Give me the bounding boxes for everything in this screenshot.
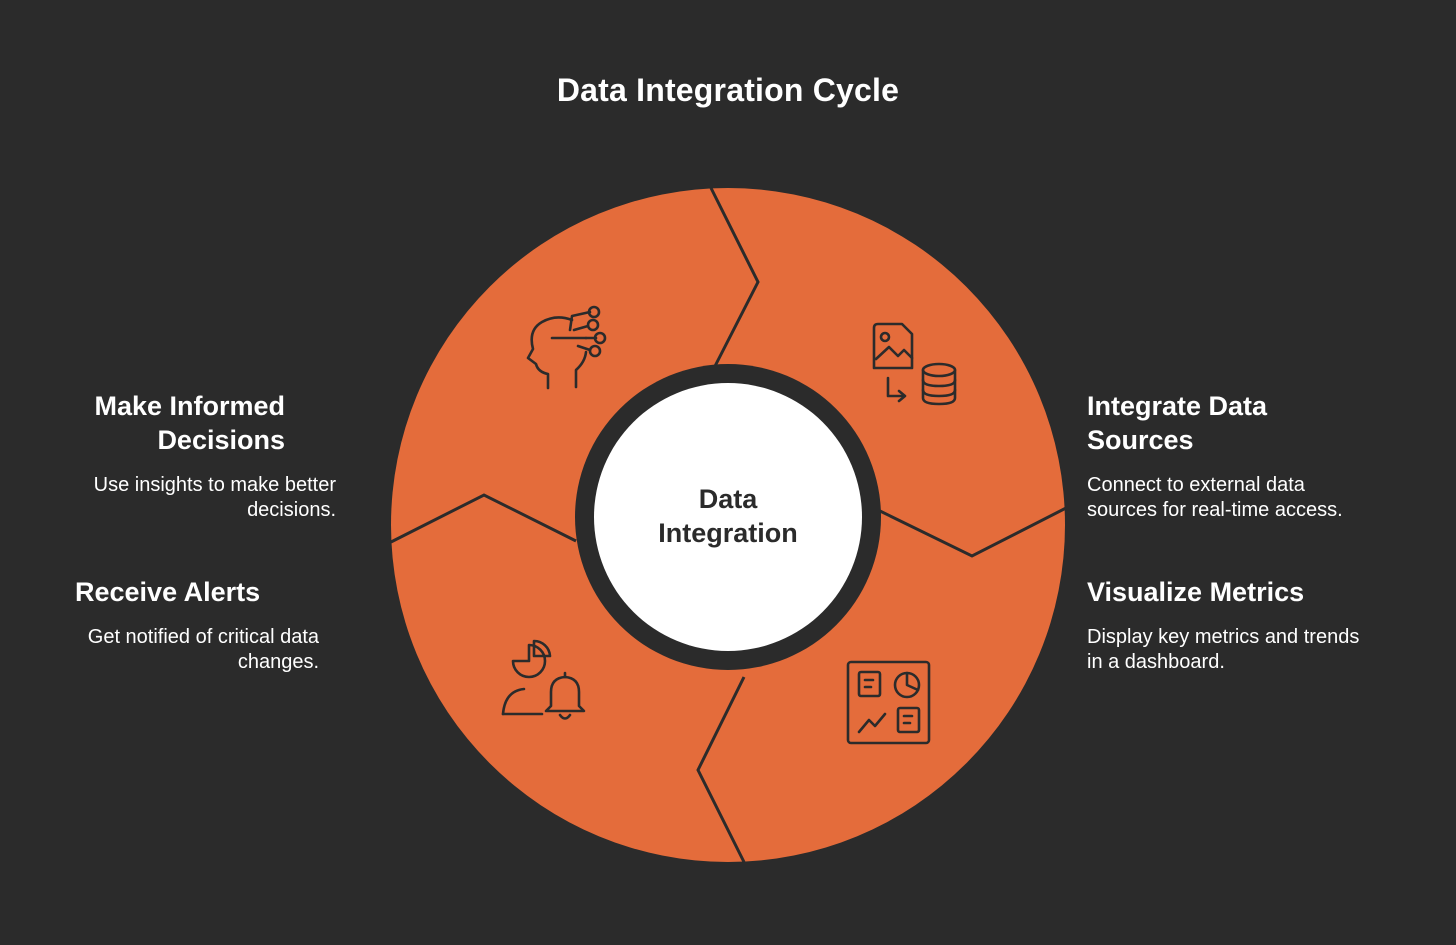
dashboard-icon xyxy=(846,660,931,745)
step-title: Visualize Metrics xyxy=(1087,577,1305,607)
step-integrate-data-sources: Integrate Data Sources Connect to extern… xyxy=(1087,389,1343,523)
page-title: Data Integration Cycle xyxy=(556,72,900,108)
step-description: Display key metrics and trends in a dash… xyxy=(1087,626,1360,673)
step-description: Get notified of critical data changes. xyxy=(87,626,319,673)
center-label: Data Integration xyxy=(628,482,828,550)
step-description: Use insights to make better decisions. xyxy=(93,474,336,521)
divider-right xyxy=(879,506,1067,558)
step-title: Integrate Data Sources xyxy=(1087,391,1268,455)
head-network-icon xyxy=(526,305,607,390)
step-title: Receive Alerts xyxy=(75,577,261,607)
divider-bottom xyxy=(696,676,746,863)
user-alert-icon xyxy=(501,639,586,720)
divider-top xyxy=(709,187,760,373)
center-label-line1: Data xyxy=(698,484,758,514)
image-to-database-icon xyxy=(872,322,957,406)
center-hub xyxy=(594,383,862,651)
segment-dividers xyxy=(390,187,1067,863)
divider-left xyxy=(390,493,577,544)
step-description: Connect to external data sources for rea… xyxy=(1087,474,1343,521)
step-make-informed-decisions: Make Informed Decisions Use insights to … xyxy=(76,389,336,523)
center-label-line2: Integration xyxy=(658,518,798,548)
step-visualize-metrics: Visualize Metrics Display key metrics an… xyxy=(1087,575,1359,675)
step-receive-alerts: Receive Alerts Get notified of critical … xyxy=(75,575,319,675)
step-title: Make Informed Decisions xyxy=(94,391,285,455)
